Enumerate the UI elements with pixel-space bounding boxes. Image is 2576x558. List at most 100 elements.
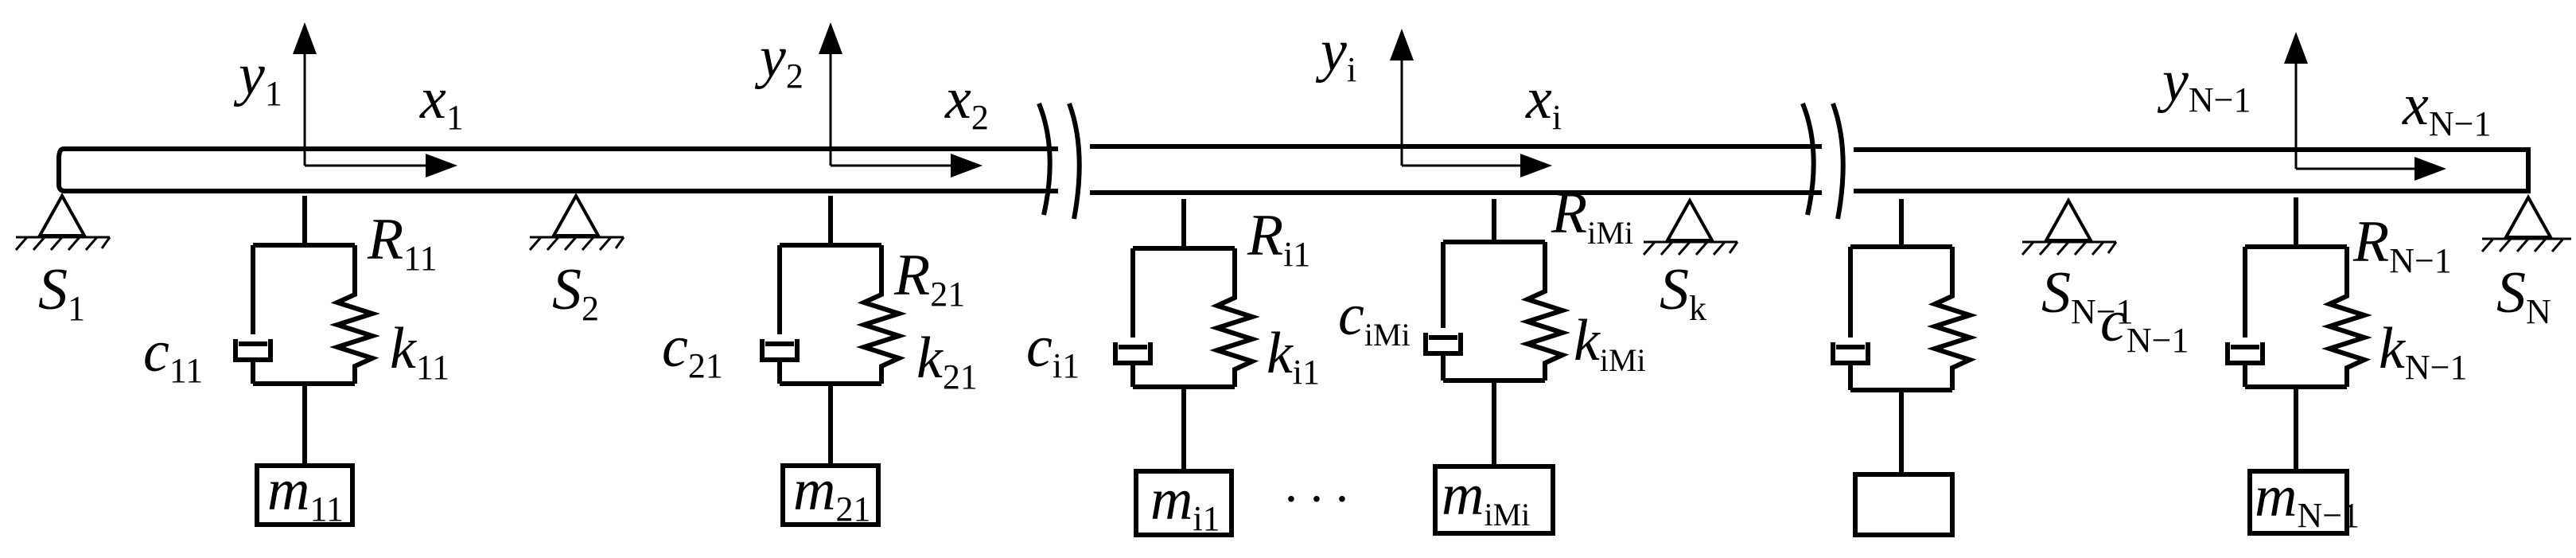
- resonator-r-21: R: [893, 243, 930, 308]
- axis-x-sub-1: 1: [446, 98, 464, 137]
- support-label-sk: S: [1660, 257, 1689, 322]
- support-sub-sk: k: [1689, 289, 1706, 328]
- axes: y1 x1 y2 x2 yi xi yN−1 xN−1: [233, 18, 2491, 181]
- resonator-k-21: k: [916, 326, 944, 391]
- resonator-11: R11 c11 k11 m11: [143, 196, 449, 529]
- resonator-r-sub-imi: iMi: [1587, 215, 1633, 251]
- support-sn: SN: [2481, 193, 2571, 331]
- axis-x-sub-n: N−1: [2429, 104, 2492, 143]
- resonator-i1: Ri1 ci1 ki1 mi1: [1026, 199, 1320, 538]
- axis-frame-i: yi xi: [1315, 18, 1562, 178]
- resonator-k-sub-n-1: N−1: [2405, 348, 2468, 387]
- support-sk: Sk: [1642, 197, 1739, 328]
- resonator-r-n-1: R: [2352, 209, 2389, 275]
- resonator-c-sub-21: 21: [688, 346, 723, 385]
- svg-text:m21: m21: [793, 458, 870, 529]
- resonator-c-sub-imi: iMi: [1364, 317, 1411, 353]
- resonator-k-sub-imi: iMi: [1600, 342, 1646, 378]
- axis-y-sub-n: N−1: [2189, 80, 2251, 119]
- support-label-sn: S: [2496, 260, 2526, 326]
- resonator-k-imi: k: [1574, 308, 1601, 373]
- svg-text:S1: S1: [38, 257, 85, 328]
- svg-text:Sk: Sk: [1660, 257, 1706, 328]
- svg-text:c21: c21: [662, 314, 723, 385]
- svg-text:kN−1: kN−1: [2379, 316, 2467, 387]
- resonator-c-imi: c: [1338, 283, 1364, 348]
- resonator-r-sub-n-1: N−1: [2389, 241, 2452, 280]
- support-label-s2: S: [552, 257, 582, 322]
- resonator-c-21: c: [662, 314, 688, 380]
- axis-x-label-1: x: [419, 66, 446, 131]
- resonator-k-11: k: [390, 316, 417, 381]
- resonator-r-imi: R: [1551, 181, 1587, 246]
- svg-text:ci1: ci1: [1026, 314, 1080, 385]
- resonator-m-11: m: [267, 458, 309, 523]
- beam-segment-i: [1090, 144, 1822, 195]
- svg-text:kiMi: kiMi: [1574, 308, 1646, 378]
- svg-text:mi1: mi1: [1150, 467, 1220, 538]
- resonator-c-n-1: c: [2100, 289, 2127, 354]
- beam-segment-n: [1854, 147, 2531, 193]
- resonator-21: R21 c21 k21 m21: [662, 196, 978, 529]
- svg-text:yN−1: yN−1: [2157, 49, 2251, 119]
- axis-y-label-2: y: [754, 25, 786, 90]
- support-label-s1: S: [38, 257, 68, 322]
- axis-x-sub-i: i: [1552, 98, 1562, 137]
- svg-text:R11: R11: [367, 207, 438, 278]
- resonator-m-21: m: [793, 458, 835, 523]
- svg-text:RN−1: RN−1: [2352, 209, 2452, 280]
- svg-text:ki1: ki1: [1267, 321, 1320, 392]
- resonator-k-sub-21: 21: [943, 357, 978, 396]
- axis-y-sub-i: i: [1347, 50, 1356, 89]
- support-label-sn-1: S: [2041, 260, 2071, 326]
- resonator-ellipsis: · · ·: [1284, 470, 1348, 527]
- svg-text:cN−1: cN−1: [2100, 289, 2189, 360]
- support-s1: S1: [14, 192, 111, 328]
- resonator-m-sub-n-1: N−1: [2297, 496, 2360, 535]
- svg-text:R21: R21: [893, 243, 965, 314]
- axis-y-label-n: y: [2157, 49, 2189, 114]
- beam-break-2: [1800, 102, 1846, 220]
- axis-x-label-n: x: [2402, 72, 2429, 138]
- axis-y-label-1: y: [233, 42, 265, 107]
- svg-text:SN−1: SN−1: [2041, 260, 2134, 331]
- svg-text:xi: xi: [1525, 66, 1562, 137]
- support-sub-sn: N: [2526, 292, 2551, 331]
- svg-text:SN: SN: [2496, 260, 2551, 331]
- axis-frame-1: y1 x1: [233, 22, 464, 178]
- resonator-k-sub-i1: i1: [1293, 353, 1320, 392]
- axis-frame-n: yN−1 xN−1: [2157, 32, 2491, 181]
- svg-text:xN−1: xN−1: [2402, 72, 2491, 143]
- resonator-k-sub-11: 11: [416, 348, 449, 387]
- resonators: R11 c11 k11 m11 R21 c21 k21 m21: [143, 181, 2467, 538]
- resonator-r-11: R: [367, 207, 403, 272]
- axis-frame-2: y2 x2: [754, 22, 989, 178]
- svg-text:S2: S2: [552, 257, 599, 328]
- resonator-m-sub-imi: iMi: [1484, 497, 1530, 533]
- resonator-c-sub-i1: i1: [1053, 346, 1080, 385]
- support-sub-s2: 2: [582, 289, 599, 328]
- beam-break-1: [1037, 102, 1082, 220]
- beam-segment-1: [56, 146, 1058, 193]
- beam: [56, 102, 2531, 220]
- svg-text:x1: x1: [419, 66, 464, 137]
- support-sn-1: SN−1: [2021, 197, 2134, 331]
- resonator-r-sub-11: 11: [403, 239, 437, 278]
- resonator-r-sub-21: 21: [930, 275, 965, 314]
- resonator-m-sub-i1: i1: [1193, 499, 1220, 538]
- supports: S1 S2 Sk SN−1 SN: [14, 192, 2571, 331]
- svg-text:y2: y2: [754, 25, 804, 96]
- support-s2: S2: [528, 192, 625, 328]
- resonator-c-i1: c: [1026, 314, 1053, 380]
- axis-y-sub-2: 2: [786, 57, 804, 96]
- resonator-k-n-1: k: [2379, 316, 2406, 381]
- resonator-imi: RiMi ciMi kiMi miMi: [1338, 181, 1646, 536]
- svg-text:Ri1: Ri1: [1247, 203, 1310, 274]
- axis-y-sub-1: 1: [265, 74, 282, 113]
- resonator-m-imi: m: [1442, 462, 1484, 528]
- resonator-n-1: RN−1 cN−1 kN−1 mN−1: [2100, 197, 2467, 536]
- svg-text:mN−1: mN−1: [2255, 464, 2360, 535]
- axis-x-sub-2: 2: [971, 98, 989, 137]
- resonator-c-sub-n-1: N−1: [2127, 321, 2189, 360]
- svg-text:c11: c11: [143, 319, 203, 390]
